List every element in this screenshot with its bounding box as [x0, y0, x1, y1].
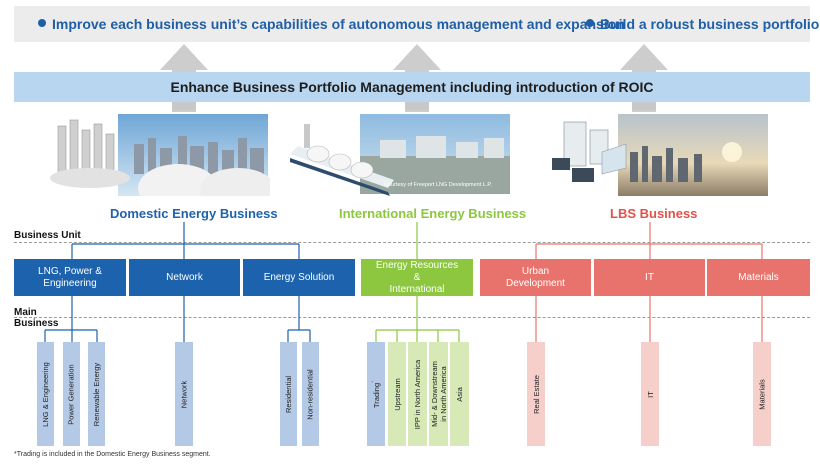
unit-label: Urban — [521, 265, 550, 277]
business-label: Trading — [372, 382, 382, 408]
business-renewable-energy: Renewable Energy — [88, 342, 105, 446]
arrow-stem-icon — [172, 102, 196, 112]
business-asia: Asia — [450, 342, 469, 446]
goal-robust-portfolio: Build a robust business portfolio — [586, 16, 819, 32]
business-label: Network — [179, 380, 189, 408]
business-label: Asia — [455, 386, 464, 402]
business-it: IT — [641, 342, 659, 446]
business-network: Network — [175, 342, 193, 446]
business-label: IT — [645, 390, 655, 398]
business-ipp-north-america: IPP in North America — [408, 342, 427, 446]
row-label-main-business: Main Business — [14, 307, 58, 329]
arrow-stem-icon — [632, 102, 656, 112]
bullet-icon — [586, 19, 594, 27]
segment-title-international: International Energy Business — [339, 206, 527, 221]
unit-label: Energy Solution — [263, 271, 335, 283]
business-label: Power Generation — [67, 363, 77, 425]
unit-label: Engineering — [43, 277, 97, 289]
unit-label: Development — [506, 277, 565, 289]
unit-label: Energy Resources — [375, 259, 459, 271]
unit-energy-solution: Energy Solution — [243, 259, 355, 296]
business-label: IPP in North America — [413, 359, 423, 429]
row-label-main: Main — [14, 307, 37, 318]
business-lng-engineering: LNG & Engineering — [37, 342, 54, 446]
bullet-icon — [38, 19, 46, 27]
business-non-residential: Non-residential — [302, 342, 319, 446]
business-label: Real Estate — [531, 374, 541, 414]
unit-label: International — [389, 283, 445, 295]
footnote-mark: * — [371, 380, 378, 383]
business-upstream: Upstream — [388, 342, 406, 446]
business-label: Non-residential — [306, 368, 316, 420]
unit-it: IT — [594, 259, 705, 296]
unit-energy-resources-international: Energy Resources&International — [361, 259, 473, 296]
row-label-business-unit: Business Unit — [14, 230, 81, 241]
business-label: Residential — [284, 375, 294, 413]
business-materials: Materials — [753, 342, 771, 446]
business-label: LNG & Engineering — [41, 361, 50, 427]
divider — [14, 242, 810, 243]
business-real-estate: Real Estate — [527, 342, 545, 446]
business-label: in North America — [438, 366, 448, 422]
business-label: Renewable Energy — [92, 362, 101, 426]
international-energy-photo: Courtesy of Freeport LNG Development L.P… — [290, 110, 512, 196]
segment-title-domestic: Domestic Energy Business — [110, 206, 278, 221]
goal-autonomous-management: Improve each business unit’s capabilitie… — [38, 16, 625, 32]
business-trading: Trading* — [367, 342, 385, 446]
divider — [14, 317, 810, 318]
unit-network: Network — [129, 259, 240, 296]
unit-label: Network — [166, 271, 203, 283]
business-label: Mid- & Downstream — [429, 361, 439, 427]
unit-lng-power-engineering: LNG, Power &Engineering — [14, 259, 126, 296]
footnote: *Trading is included in the Domestic Ene… — [14, 451, 211, 458]
roic-banner: Enhance Business Portfolio Management in… — [14, 72, 810, 102]
photo-credit: Courtesy of Freeport LNG Development L.P… — [384, 182, 492, 188]
unit-label: & — [413, 271, 421, 283]
domestic-energy-photo — [38, 108, 270, 196]
business-label: Materials — [757, 378, 767, 410]
unit-materials: Materials — [707, 259, 810, 296]
business-residential: Residential — [280, 342, 297, 446]
lbs-business-photo — [542, 108, 768, 196]
unit-label: IT — [645, 271, 654, 283]
goal-text: Build a robust business portfolio — [600, 16, 820, 32]
business-label: Upstream — [392, 377, 402, 411]
unit-label: LNG, Power & — [38, 265, 102, 277]
row-label-business: Business — [14, 318, 59, 329]
unit-label: Materials — [738, 271, 779, 283]
goals-band: Improve each business unit’s capabilitie… — [14, 6, 819, 42]
business-power-generation: Power Generation — [63, 342, 80, 446]
arrow-stem-icon — [405, 102, 429, 112]
segment-title-lbs: LBS Business — [610, 206, 698, 221]
goal-text: Improve each business unit’s capabilitie… — [52, 16, 625, 32]
